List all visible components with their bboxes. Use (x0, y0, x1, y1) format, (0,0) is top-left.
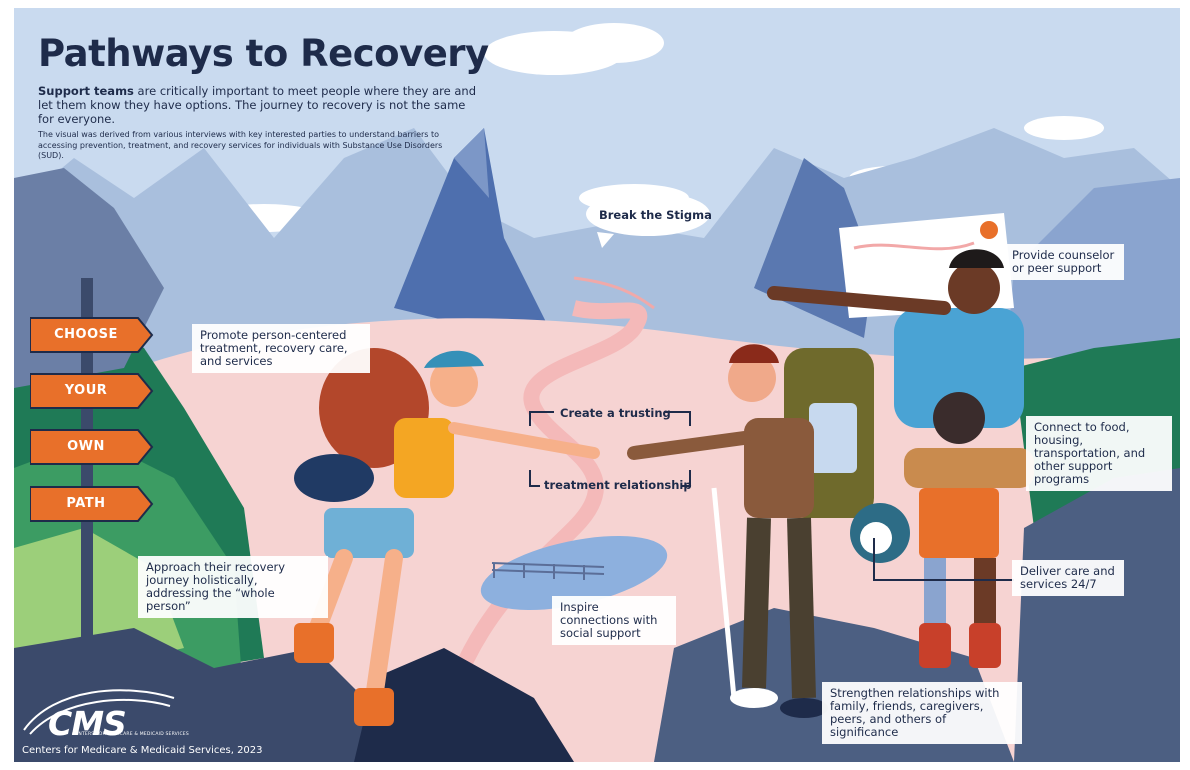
footer-credit: Centers for Medicare & Medicaid Services… (22, 745, 263, 756)
sign-label: CHOOSE (54, 327, 118, 342)
intro-body: are critically important to meet people … (38, 84, 477, 126)
right-rocks (1014, 468, 1180, 762)
sign-arrow-shape (30, 486, 154, 522)
callout-person-centered: Promote person-centered treatment, recov… (192, 324, 370, 373)
bridge (491, 562, 605, 580)
callout-counselor: Provide counselor or peer support (1004, 244, 1124, 280)
cms-swoosh (23, 689, 175, 735)
sign-label: YOUR (64, 383, 108, 398)
central-peak (394, 128, 559, 348)
hiker-left (294, 348, 600, 726)
cms-logo-tagline: CENTERS FOR MEDICARE & MEDICAID SERVICES (72, 732, 189, 737)
callout-connect: Connect to food, housing, transportation… (1026, 416, 1172, 491)
callout-trusting-top: Create a trusting (560, 406, 671, 420)
fine-print: The visual was derived from various inte… (38, 130, 443, 160)
page-title: Pathways to Recovery (38, 32, 489, 75)
callout-break-stigma: Break the Stigma (599, 208, 712, 222)
sign-your: YOUR (30, 372, 154, 410)
stigma-bubble (586, 192, 710, 236)
callout-social: Inspire connections with social support (552, 596, 676, 645)
intro-text: Support teams are critically important t… (38, 84, 478, 126)
sign-label: OWN (67, 439, 105, 454)
cms-logo-wordmark: CMS (48, 704, 127, 743)
hiker-right (767, 249, 1034, 668)
callout-care: Deliver care and services 24/7 (1012, 560, 1124, 596)
hiker-middle (627, 344, 874, 718)
sign-arrow-shape (30, 317, 154, 353)
sign-choose: CHOOSE (30, 316, 154, 354)
trust-bracket (529, 411, 691, 487)
sign-arrow-shape (30, 373, 154, 409)
infographic-frame: Pathways to Recovery Support teams are c… (14, 8, 1180, 762)
sign-arrow-shape (30, 429, 154, 465)
intro-lead: Support teams (38, 84, 134, 98)
callout-relationships: Strengthen relationships with family, fr… (822, 682, 1022, 744)
illustration-scene (14, 8, 1180, 762)
sign-own: OWN (30, 428, 154, 466)
sign-label: PATH (66, 496, 106, 511)
callout-trusting-bottom: treatment relationship (544, 478, 692, 492)
callout-holistic: Approach their recovery journey holistic… (138, 556, 328, 618)
sign-path: PATH (30, 485, 154, 523)
